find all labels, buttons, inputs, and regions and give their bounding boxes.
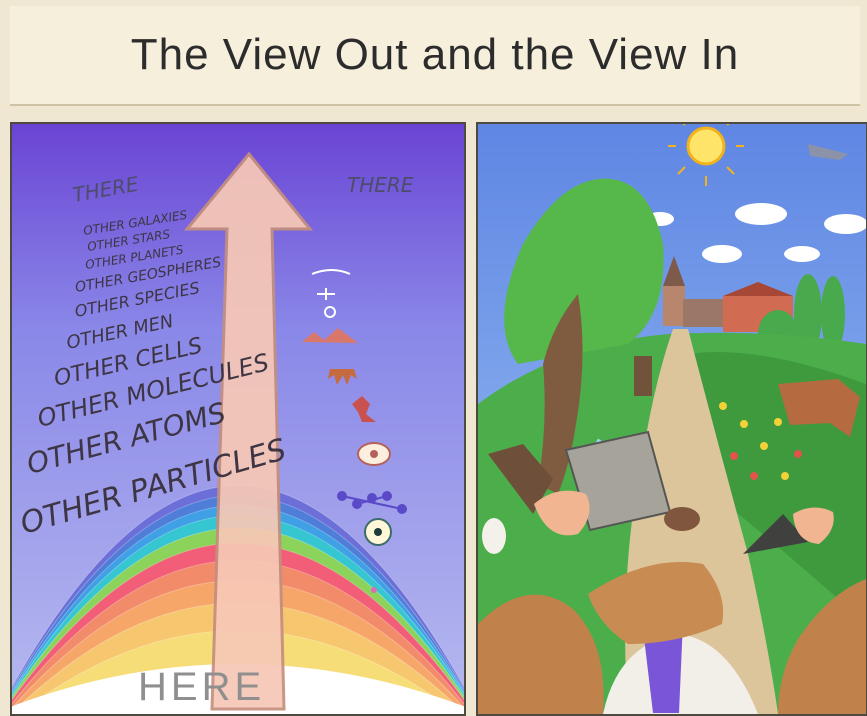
lap [588,562,724,644]
upward-arrow [183,151,314,711]
clouds [646,203,866,263]
person-icon [352,396,376,422]
mountain-icon [302,328,358,343]
tree-canopy [504,178,664,364]
here-label: HERE [138,665,265,709]
view-in-illustration [478,124,866,714]
jacket-left [478,594,604,714]
sun-rays [668,124,744,186]
flowers [706,402,789,480]
umbrella-icon [743,514,808,554]
sun-icon [686,126,726,166]
red-flowers [730,450,802,480]
left-hand [534,490,590,536]
planet-icon [324,306,336,318]
distant-walker [634,356,652,396]
tree-trunk [538,294,583,494]
tree-root [488,444,553,514]
rabbit-icon [482,518,506,554]
there-right-label: THERE [347,173,414,197]
page-title: The View Out and the View In [130,30,740,79]
cell-nucleus-icon [370,450,378,458]
molecule-icon [337,491,407,514]
animal-icon [328,369,357,385]
view-in-panel [476,122,867,716]
airplane-icon [808,144,848,160]
particle-icon [371,587,377,593]
band-group [12,485,464,714]
galaxy-icon [311,269,351,275]
atom-nucleus-icon [374,528,382,536]
tie-icon [643,621,683,713]
title-banner: The View Out and the View In [10,6,860,106]
star-icon [317,288,335,300]
jacket-right [778,579,866,714]
shoe-icon [664,507,700,531]
cow-icon [778,379,860,437]
right-hand [793,507,834,544]
